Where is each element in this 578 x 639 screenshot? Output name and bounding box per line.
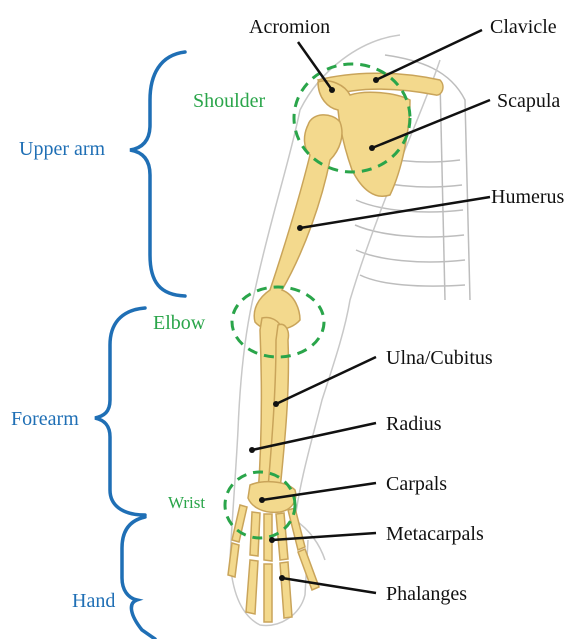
region-labels: Upper arm Forearm Hand (11, 138, 115, 612)
wrist-label: Wrist (168, 493, 205, 512)
phalanges-leader (282, 578, 376, 593)
metacarpals-leader (272, 533, 376, 540)
phalanges-label: Phalanges (386, 583, 467, 605)
hand-brace (122, 517, 155, 639)
clavicle-leader (376, 30, 482, 80)
ulna-label: Ulna/Cubitus (386, 347, 493, 369)
forearm-brace (95, 308, 145, 515)
region-braces (95, 52, 185, 639)
ulna-leader (276, 357, 376, 404)
forearm-label: Forearm (11, 408, 79, 430)
upper-arm-brace (130, 52, 185, 296)
hand-label: Hand (72, 590, 115, 612)
acromion-label: Acromion (249, 16, 330, 38)
carpals-label: Carpals (386, 473, 447, 495)
joint-labels: Shoulder Elbow Wrist (153, 90, 266, 512)
shoulder-label: Shoulder (193, 90, 266, 112)
humerus-leader (300, 197, 490, 228)
elbow-label: Elbow (153, 312, 206, 334)
humerus-label: Humerus (491, 186, 565, 208)
upper-arm-label: Upper arm (19, 138, 106, 160)
scapula-label: Scapula (497, 90, 560, 112)
metacarpals-label: Metacarpals (386, 523, 484, 545)
radius-label: Radius (386, 413, 442, 435)
clavicle-label: Clavicle (490, 16, 557, 38)
acromion-leader (298, 42, 332, 90)
